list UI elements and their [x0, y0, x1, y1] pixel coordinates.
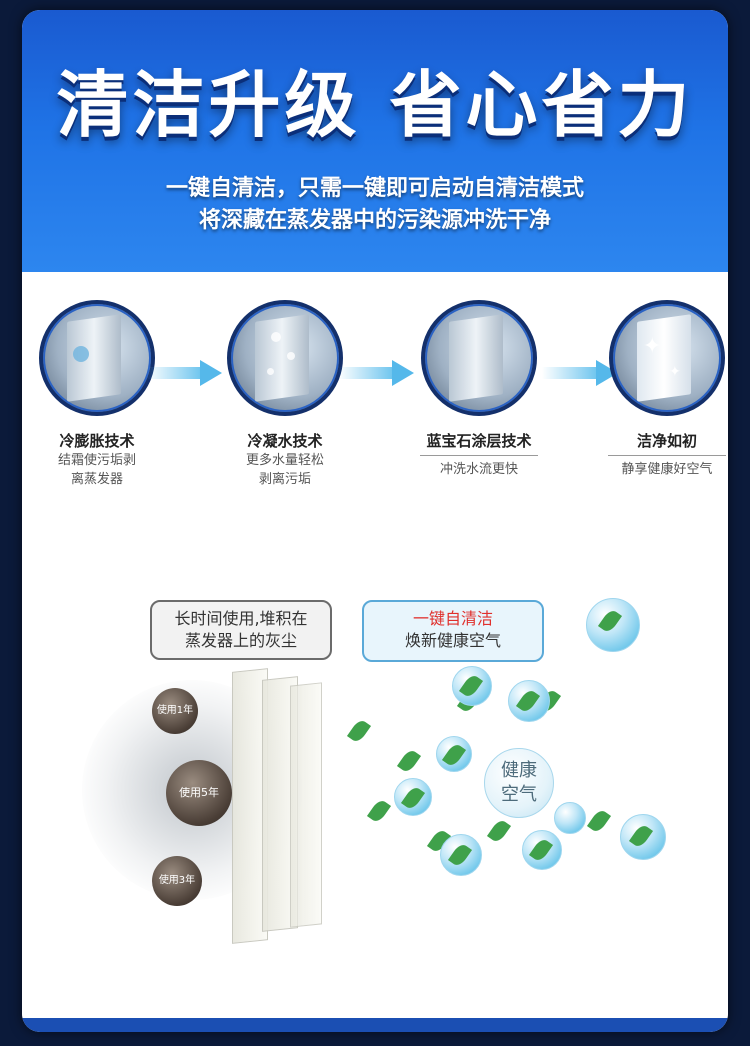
air-orb: [440, 834, 482, 876]
hero-subtitle-line1: 一键自清洁，只需一键即可启动自清洁模式: [165, 176, 584, 201]
healthy-air-orb: 健康 空气: [484, 748, 554, 818]
step-cold-expansion: 冷膨胀技术 结霜使污垢剥 离蒸发器: [22, 300, 172, 489]
step-desc-1: 静享健康好空气: [621, 462, 713, 477]
leaf-icon: [586, 807, 612, 835]
clean-callout-line1: 一键自清洁: [412, 609, 493, 628]
healthy-air-line1: 健康: [501, 760, 537, 781]
usage-badge: 使用5年: [166, 760, 232, 826]
air-orb: [394, 778, 432, 816]
step-title: 冷膨胀技术: [59, 432, 135, 450]
step-title: 洁净如初: [636, 432, 697, 450]
page-frame: 清洁升级 省心省力 一键自清洁，只需一键即可启动自清洁模式 将深藏在蒸发器中的污…: [22, 10, 728, 1032]
step-desc-2: 剥离污垢: [258, 472, 311, 487]
step-desc-2: 离蒸发器: [70, 472, 123, 487]
air-orb: [620, 814, 666, 860]
water-drop-icon: [227, 300, 343, 416]
dust-callout: 长时间使用,堆积在 蒸发器上的灰尘: [150, 600, 332, 660]
filter-layer: [290, 682, 322, 928]
process-steps: 冷膨胀技术 结霜使污垢剥 离蒸发器 冷凝水技术 更多水量轻松 剥离污垢 蓝宝石涂…: [22, 300, 728, 510]
leaf-icon: [346, 717, 372, 745]
step-clean-as-new: ✦ ✦ 洁净如初 静享健康好空气: [592, 300, 728, 479]
step-desc-1: 冲洗水流更快: [439, 462, 518, 477]
clean-air-illustration: 长时间使用,堆积在 蒸发器上的灰尘 一键自清洁 焕新健康空气 使用1年 使用5年…: [22, 570, 728, 990]
air-orb: [508, 680, 550, 722]
usage-badge: 使用3年: [152, 856, 202, 906]
shine-star-icon: ✦ ✦: [609, 300, 725, 416]
arrow-right-icon: [146, 360, 224, 386]
leaf-icon: [366, 797, 392, 825]
dust-callout-line1: 长时间使用,堆积在: [174, 609, 308, 628]
step-sapphire-coating: 蓝宝石涂层技术 冲洗水流更快: [404, 300, 554, 479]
hero-subtitle-line2: 将深藏在蒸发器中的污染源冲洗干净: [198, 208, 551, 233]
clean-callout: 一键自清洁 焕新健康空气: [362, 600, 544, 662]
frost-crystal-icon: [39, 300, 155, 416]
healthy-air-line2: 空气: [501, 784, 537, 805]
hero-banner: 清洁升级 省心省力 一键自清洁，只需一键即可启动自清洁模式 将深藏在蒸发器中的污…: [22, 10, 728, 272]
air-orb: [436, 736, 472, 772]
air-orb: [522, 830, 562, 870]
step-title: 冷凝水技术: [247, 432, 323, 450]
step-condensate: 冷凝水技术 更多水量轻松 剥离污垢: [210, 300, 360, 489]
step-desc-1: 结霜使污垢剥: [57, 453, 136, 468]
step-title: 蓝宝石涂层技术: [426, 432, 532, 450]
hero-title: 清洁升级 省心省力: [56, 63, 694, 147]
air-orb: [586, 598, 640, 652]
leaf-icon: [396, 747, 422, 775]
usage-badge: 使用1年: [152, 688, 198, 734]
bottom-border: [22, 1018, 728, 1032]
step-desc-1: 更多水量轻松: [245, 453, 324, 468]
dust-callout-line2: 蒸发器上的灰尘: [184, 631, 297, 650]
air-orb: [554, 802, 586, 834]
leaf-icon: [486, 817, 512, 845]
arrow-right-icon: [338, 360, 416, 386]
clean-callout-line2: 焕新健康空气: [404, 631, 501, 650]
water-flow-icon: [421, 300, 537, 416]
air-orb: [452, 666, 492, 706]
